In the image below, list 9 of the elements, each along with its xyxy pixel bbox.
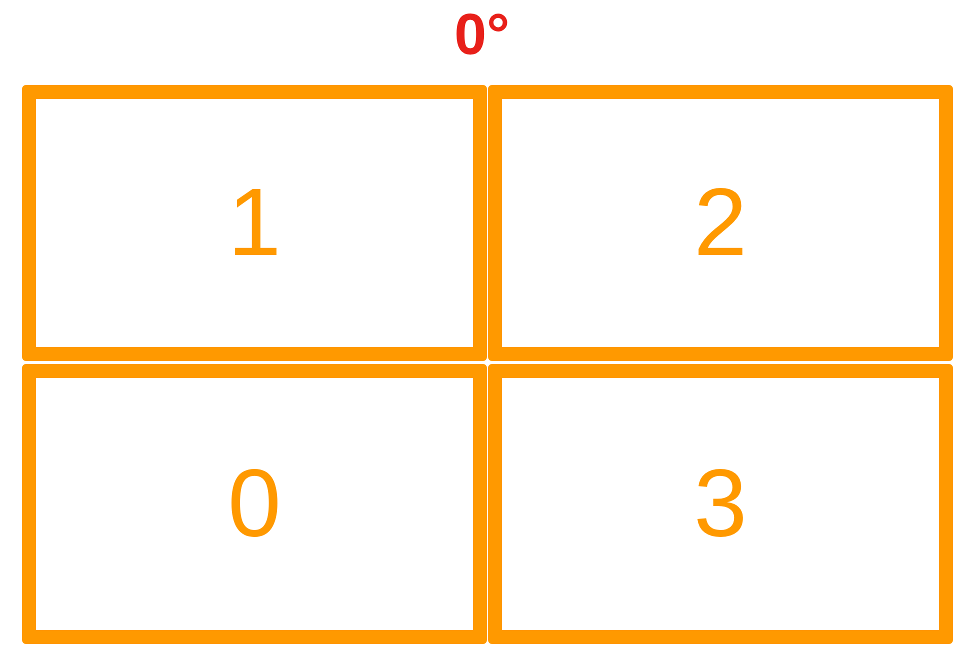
panel-number: 0	[228, 454, 282, 554]
panel-number: 1	[228, 173, 282, 273]
title: 0°	[454, 2, 510, 68]
panel-box	[22, 364, 487, 644]
panel-number: 2	[694, 173, 748, 273]
panel-box	[488, 85, 953, 361]
panel-number: 3	[694, 454, 748, 554]
panel-box	[488, 364, 953, 644]
panel-box	[22, 85, 487, 361]
